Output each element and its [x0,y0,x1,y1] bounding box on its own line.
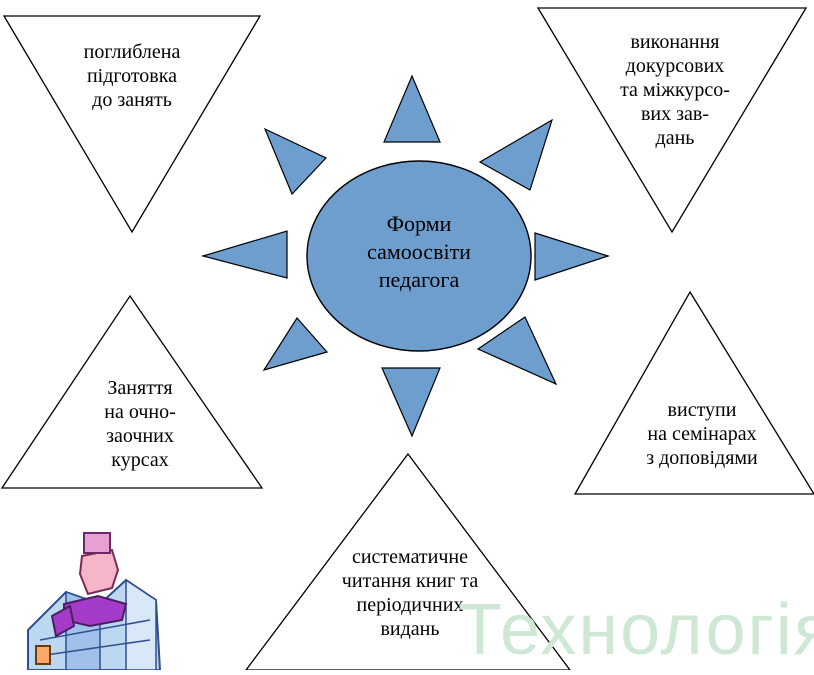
watermark-text: Технологія с [458,590,814,670]
triangle-mid-left [0,294,264,489]
label-top-left: поглиблена підготовка до занять [83,41,181,111]
sun-ray-bottom [381,367,441,438]
label-mid-left: Заняття на очно- заочних курсах [104,377,176,471]
sun-ray-left [200,230,288,279]
sun-ray-bottom-left [262,317,329,372]
center-ellipse [306,160,532,352]
label-bottom: систематичне читання книг та періодичних… [341,546,479,640]
label-top-right: виконання докурсових та міжкурсо- вих за… [620,31,730,149]
triangle-mid-right [573,290,814,495]
label-mid-right: виступи на семінарах з доповідями [646,399,758,469]
triangle-top-left [2,15,262,234]
sun-ray-top-right [478,118,554,191]
center-label: Форми самоосвіти педагога [367,211,471,292]
sun-ray-top [383,74,441,143]
sun-ray-right [534,232,610,281]
sun-ray-bottom-right [476,316,558,386]
sun-ray-top-left [263,127,328,196]
triangle-top-right [536,7,808,234]
person-with-map-illustration [27,532,162,671]
